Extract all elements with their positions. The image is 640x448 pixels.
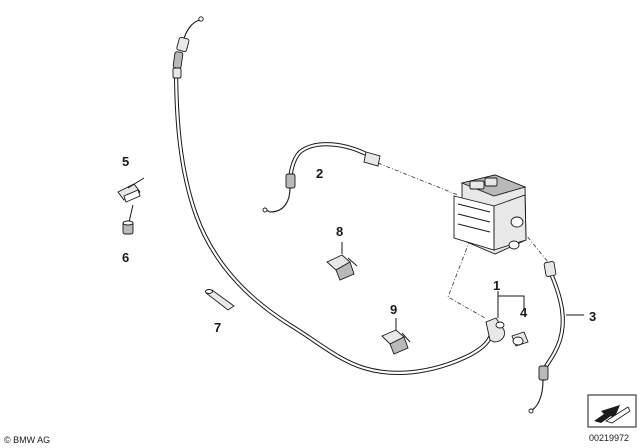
label-7: 7 [214,320,221,335]
assembly-line-1 [447,239,486,319]
part-1-elbow-connector [485,317,505,343]
label-1: 1 [493,278,500,293]
label-4: 4 [520,305,528,320]
main-cable [172,16,495,375]
part-4-cap [511,331,529,347]
part-5-clip [117,177,145,203]
copyright-text: © BMW AG [4,435,50,445]
label-9: 9 [390,302,397,317]
leader-lines [341,242,584,330]
label-8: 8 [336,224,343,239]
part-7-sleeve [205,289,235,311]
part-6-grommet [122,204,134,235]
diagram-reference-number: 00219972 [589,433,629,443]
part-2-hose [262,142,381,213]
part-9-holder [381,329,411,355]
label-6: 6 [122,250,129,265]
control-unit [453,174,527,255]
part-8-holder [326,254,358,281]
part-3-hose [528,261,565,414]
assembly-line-2 [377,162,459,196]
label-2: 2 [316,166,323,181]
label-3: 3 [589,309,596,324]
orientation-arrow-icon [587,394,637,428]
label-5: 5 [122,154,129,169]
callouts: 1 2 3 4 5 6 7 8 9 [122,154,596,335]
